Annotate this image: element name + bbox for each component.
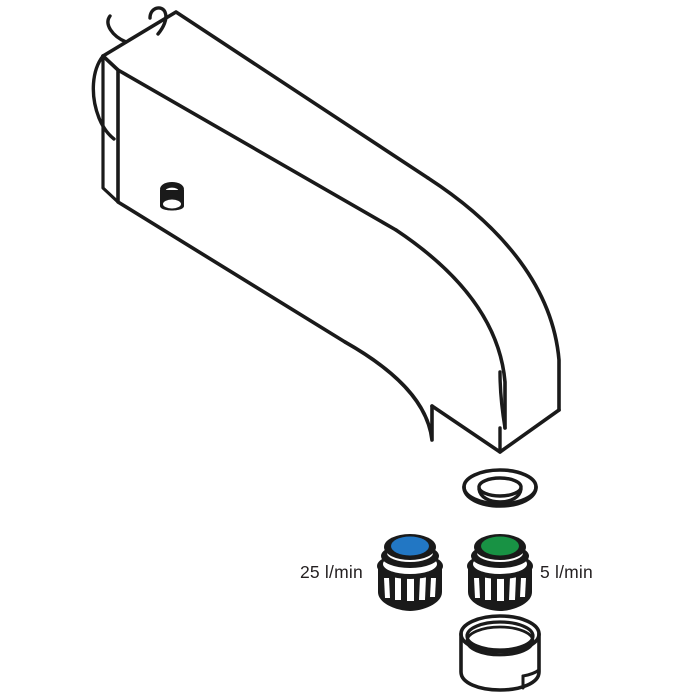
- sleeve-notch-top: [521, 668, 541, 678]
- spout-top-back-edge: [101, 10, 430, 180]
- spout-rear-face-edge: [101, 54, 120, 204]
- aerator-green-part: [467, 534, 533, 611]
- spout-elbow-outer-curve: [426, 176, 561, 412]
- flow-rate-label-right: 5 l/min: [540, 562, 593, 582]
- gasket-inner-bottom: [477, 487, 523, 504]
- gasket-washer-part: [462, 468, 538, 508]
- aerator-green-disc: [481, 536, 519, 556]
- aerator-blue-disc: [391, 536, 429, 556]
- set-screw-groove: [163, 199, 181, 209]
- aerator-blue-slots: [384, 576, 436, 601]
- faucet-spout-part: [91, 6, 561, 454]
- gasket-outer-bottom: [462, 485, 538, 508]
- sleeve-thread-ring: [465, 625, 535, 657]
- aerator-blue-part: [377, 534, 443, 611]
- sleeve-body: [459, 632, 541, 692]
- sleeve-inner-rim: [465, 620, 535, 652]
- housing-sleeve-part: [459, 614, 541, 692]
- flow-rate-label-left: 25 l/min: [300, 562, 363, 582]
- spout-outlet-seam: [498, 370, 507, 430]
- sleeve-outer-rim: [459, 614, 541, 654]
- aerator-green-slots: [474, 576, 526, 601]
- spout-rear-tab: [106, 6, 168, 44]
- gasket-inner-top: [477, 476, 523, 498]
- spout-rear-cap-edge: [91, 54, 116, 141]
- set-screw-part: [160, 182, 184, 211]
- spout-elbow-middle-curve: [394, 228, 507, 430]
- spout-elbow-inner-curve: [343, 340, 434, 442]
